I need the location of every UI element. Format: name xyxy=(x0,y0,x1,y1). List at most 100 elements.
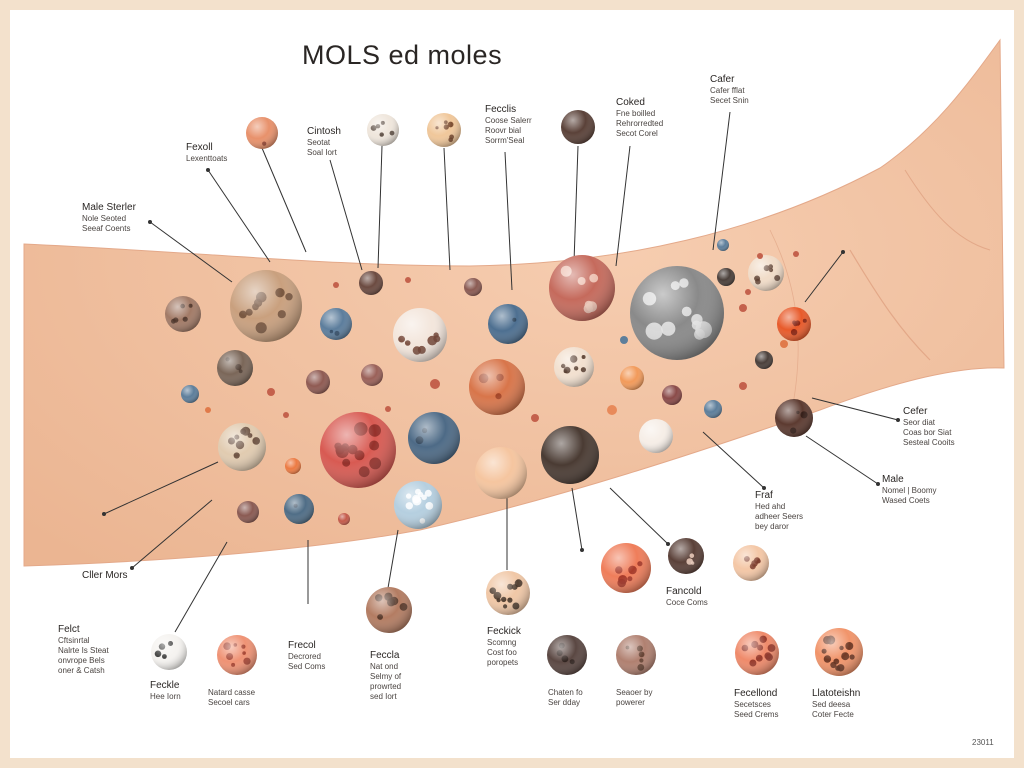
freckle-dot xyxy=(267,388,275,396)
mole-illustration-sphere xyxy=(668,538,704,574)
freckle-dot xyxy=(793,251,799,257)
mole-label-line: Sesteal Cooits xyxy=(903,438,955,447)
mole-illustration-sphere xyxy=(165,296,201,332)
freckle-dot xyxy=(333,282,339,288)
mole-label-line: Coose Salerr xyxy=(485,116,532,125)
mole-illustration-sphere xyxy=(601,543,651,593)
mole-label-line: Nomel | Boomy xyxy=(882,486,937,495)
mole-label-line: Nalrte Is Steat xyxy=(58,646,109,655)
freckle-dot xyxy=(531,414,539,422)
mole-illustration-sphere xyxy=(486,571,530,615)
mole-label-heading: Llatoteishn xyxy=(812,688,861,699)
mole-illustration-sphere xyxy=(151,634,187,670)
freckle-dot xyxy=(385,406,391,412)
mole-label-line: Sed deesa xyxy=(812,700,851,709)
mole-label-heading: Cefer xyxy=(903,406,928,417)
freckle-dot xyxy=(405,277,411,283)
freckle-dot xyxy=(430,379,440,389)
mole-label-heading: Fecclis xyxy=(485,104,517,115)
mole-illustration-sphere xyxy=(393,308,447,362)
mole-label-line: Seed Crems xyxy=(734,710,779,719)
mole-label-line: Coter Fecte xyxy=(812,710,854,719)
mole-label-line: Decrored xyxy=(288,652,321,661)
freckle-dot xyxy=(757,253,763,259)
mole-illustration-sphere xyxy=(541,426,599,484)
mole-label-line: Scomng xyxy=(487,638,517,647)
freckle-dot xyxy=(283,412,289,418)
mole-illustration-sphere xyxy=(338,513,350,525)
mole-illustration-sphere xyxy=(427,113,461,147)
mole-label-line: Rehrorredted xyxy=(616,119,664,128)
mole-label-heading: Fraf xyxy=(755,490,773,501)
mole-illustration-sphere xyxy=(408,412,460,464)
mole-label-line: bey daror xyxy=(755,522,789,531)
mole-illustration-sphere xyxy=(630,266,724,360)
mole-label-line: Selmy of xyxy=(370,672,402,681)
mole-label-line: Nat ond xyxy=(370,662,399,671)
mole-label-heading: Feckle xyxy=(150,680,180,691)
mole-illustration-sphere xyxy=(469,359,525,415)
mole-illustration-sphere xyxy=(775,399,813,437)
mole-illustration-sphere xyxy=(366,587,412,633)
mole-label-line: Cost foo xyxy=(487,648,517,657)
mole-illustration-sphere xyxy=(735,631,779,675)
mole-label-line: Chaten fo xyxy=(548,688,583,697)
mole-label-line: Fne boilled xyxy=(616,109,656,118)
mole-illustration-sphere xyxy=(320,308,352,340)
freckle-dot xyxy=(745,289,751,295)
mole-label-line: sed Iort xyxy=(370,692,397,701)
mole-illustration-sphere xyxy=(218,423,266,471)
mole-illustration-sphere xyxy=(475,447,527,499)
mole-label-heading: Feckick xyxy=(487,626,521,637)
freckle-dot xyxy=(620,336,628,344)
mole-label-line: Lexenttoats xyxy=(186,154,228,163)
mole-illustration-sphere xyxy=(320,412,396,488)
mole-label-heading: Fecellond xyxy=(734,688,778,699)
mole-illustration-sphere xyxy=(217,635,257,675)
mole-label-line: Cafer fflat xyxy=(710,86,745,95)
mole-label-line: Hed ahd xyxy=(755,502,786,511)
mole-illustration-sphere xyxy=(394,481,442,529)
mole-illustration-sphere xyxy=(284,494,314,524)
mole-illustration-sphere xyxy=(359,271,383,295)
mole-illustration-sphere xyxy=(230,270,302,342)
mole-label-line: Seeaf Coents xyxy=(82,224,131,233)
figure-number: 23011 xyxy=(972,738,994,747)
mole-label-line: adheer Seers xyxy=(755,512,804,521)
mole-label-heading: Cintosh xyxy=(307,126,341,137)
mole-illustration-sphere xyxy=(815,628,863,676)
mole-label-line: Natard casse xyxy=(208,688,256,697)
mole-label-line: Ser dday xyxy=(548,698,581,707)
mole-illustration-sphere xyxy=(549,255,615,321)
mole-label-line: Secet Snin xyxy=(710,96,749,105)
mole-label-line: Wased Coets xyxy=(882,496,930,505)
mole-illustration-sphere xyxy=(620,366,644,390)
mole-label-line: Seotat xyxy=(307,138,331,147)
mole-label-heading: Male Sterler xyxy=(82,202,136,213)
mole-illustration-sphere xyxy=(616,635,656,675)
mole-label-line: Coas bor Siat xyxy=(903,428,952,437)
mole-illustration-sphere xyxy=(561,110,595,144)
mole-label-line: oner & Catsh xyxy=(58,666,105,675)
mole-illustration-sphere xyxy=(717,268,735,286)
freckle-dot xyxy=(780,340,788,348)
mole-label-line: Seor diat xyxy=(903,418,936,427)
mole-label-heading: Fancold xyxy=(666,586,702,597)
mole-label-heading: Coked xyxy=(616,97,645,108)
mole-label-line: Roovr bial xyxy=(485,126,522,135)
mole-illustration-sphere xyxy=(662,385,682,405)
mole-illustration-sphere xyxy=(217,350,253,386)
mole-label-heading: Cafer xyxy=(710,74,735,85)
mole-illustration-sphere xyxy=(285,458,301,474)
